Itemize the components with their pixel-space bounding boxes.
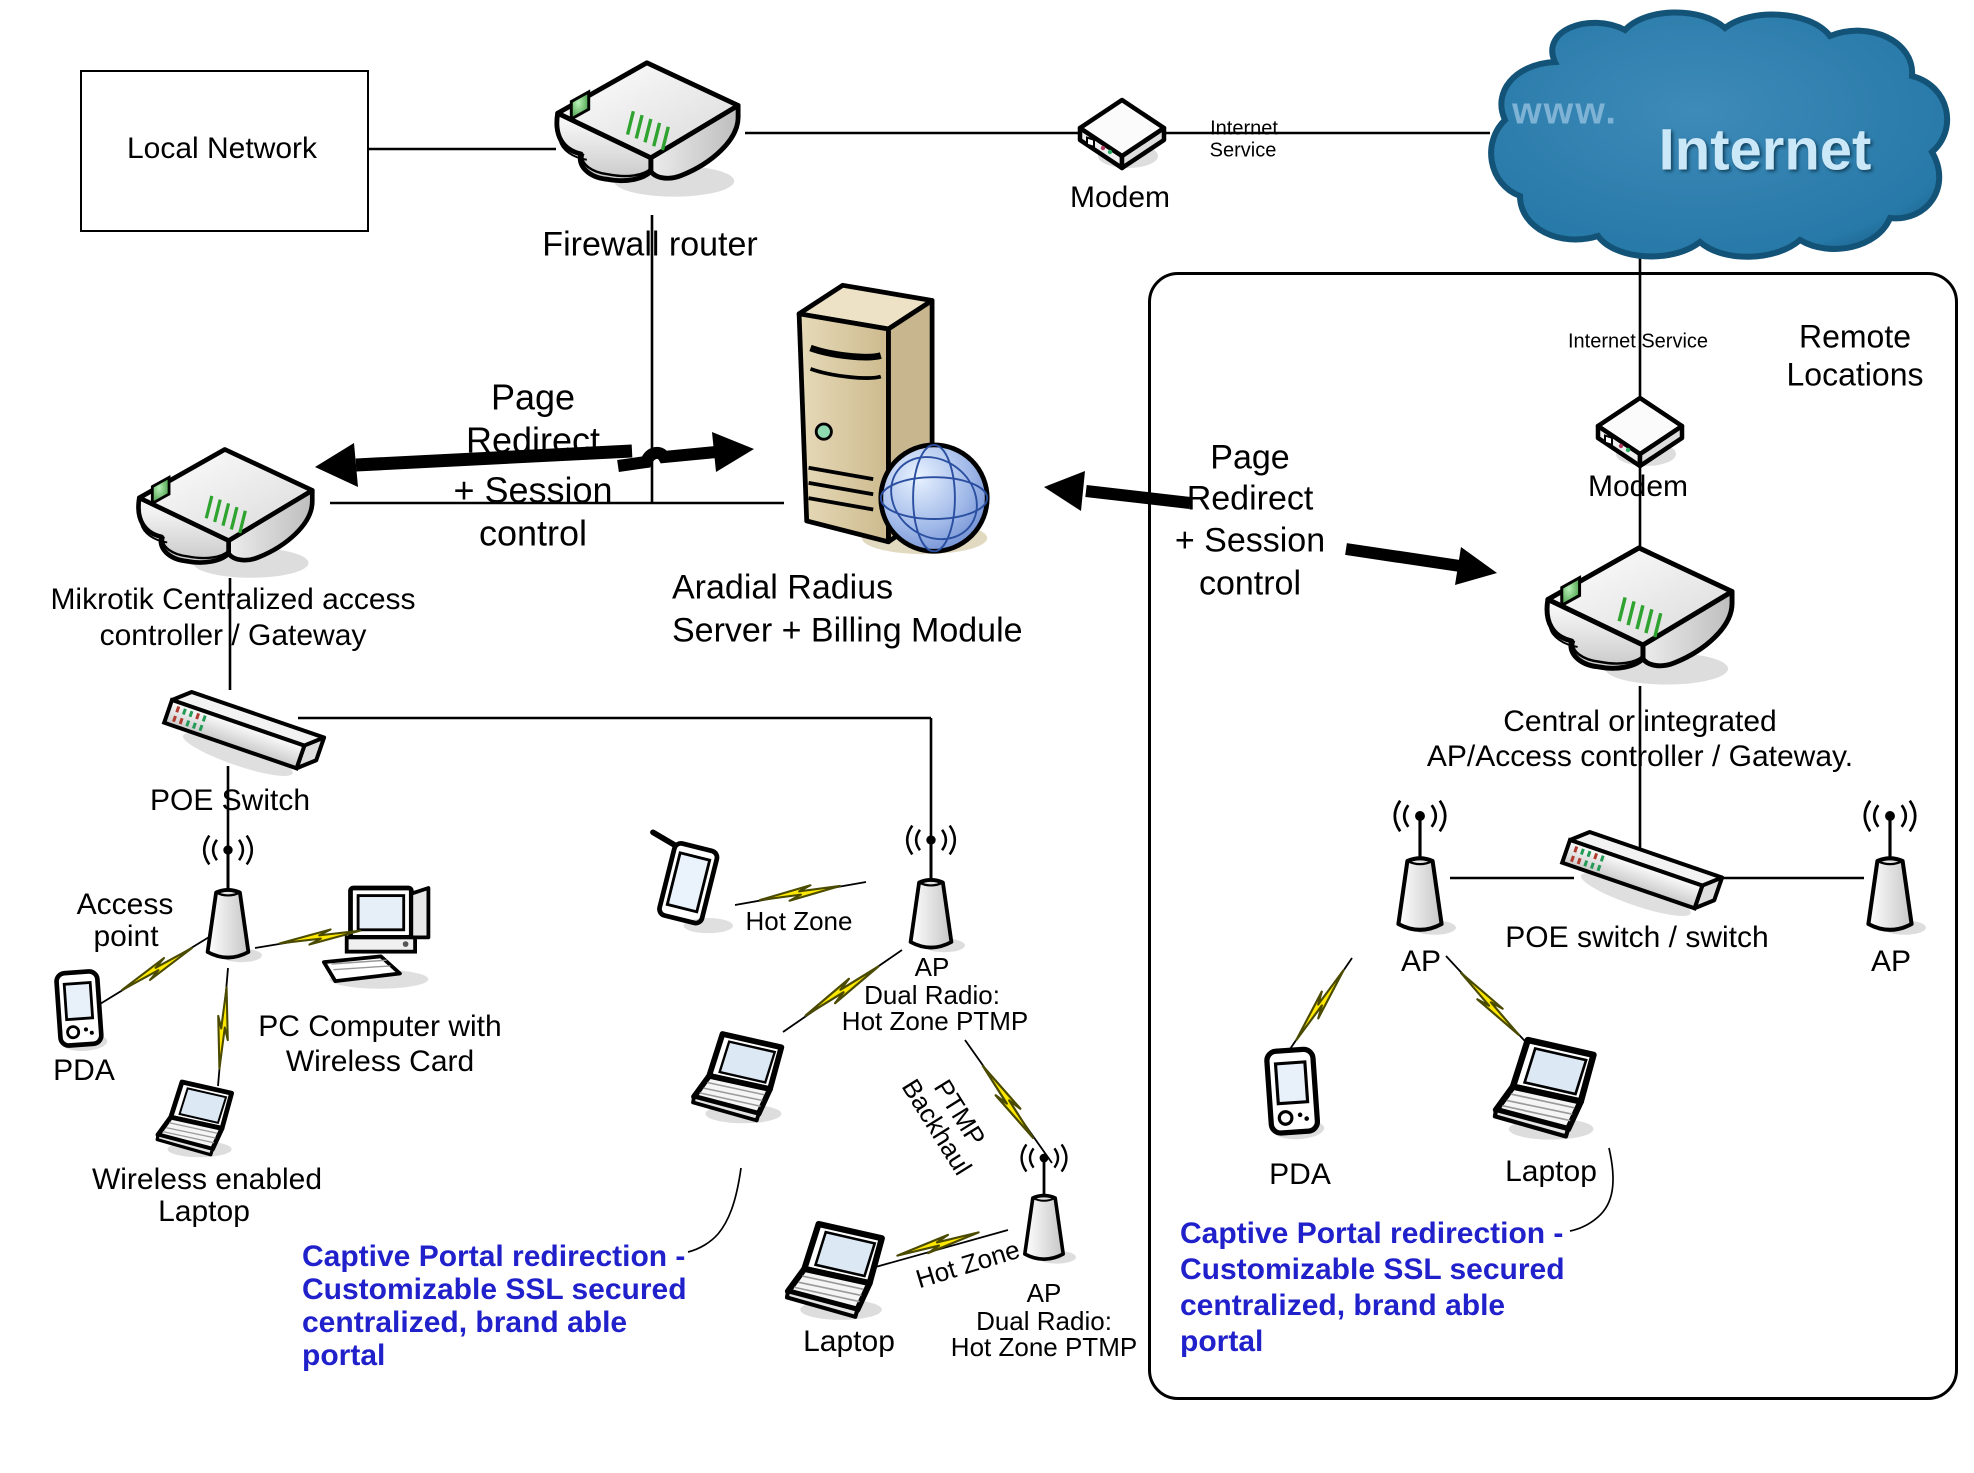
page-redirect-left-line1: Page (490, 376, 576, 418)
central-gateway-label-line2: AP/Access controller / Gateway. (1426, 739, 1854, 773)
page-redirect-left-line4: control (478, 512, 588, 554)
ap-remote-right-icon (1865, 801, 1926, 935)
pda-icon (56, 970, 108, 1052)
mikrotik-label-line1: Mikrotik Centralized access (50, 582, 416, 616)
ap-remote-right-label: AP (1870, 944, 1912, 978)
firewall-router-label: Firewall router (542, 225, 758, 264)
modem-remote-label: Modem (1587, 469, 1689, 503)
wireless-laptop-icon (157, 1082, 231, 1157)
central-gateway-label-line1: Central or integrated (1503, 704, 1777, 738)
lightning-bolt-icon (185, 983, 261, 1073)
firewall-router-icon (557, 63, 738, 197)
remote-arrow-to-server (1044, 471, 1191, 511)
modem-remote-icon (1598, 398, 1682, 466)
laptop-mid-label: Laptop (803, 1324, 895, 1358)
internet-service-label-line1: Internet (1210, 117, 1278, 140)
tablet-icon (634, 832, 733, 933)
poe-switch-label: POE Switch (149, 783, 311, 817)
mikrotik-gateway-icon (138, 449, 312, 577)
callout-line-left (687, 1167, 742, 1253)
connection-lines (226, 131, 1864, 880)
mikrotik-label-line2: controller / Gateway (99, 618, 367, 652)
callout-line-right (1569, 1147, 1614, 1232)
access-point-label-line1: Access (76, 887, 174, 921)
aradial-label-line1: Aradial Radius (672, 568, 894, 607)
internet-cloud-icon (1488, 9, 1951, 260)
remote-locations-panel (1148, 272, 1958, 1400)
pda-remote-label: PDA (1269, 1157, 1331, 1191)
page-redirect-left-line3: + Session (453, 469, 613, 511)
captive-portal-note-left: Captive Portal redirection - Customizabl… (302, 1240, 687, 1372)
page-redirect-right-line3: + Session (1174, 521, 1326, 560)
internet-service-label-line2: Service (1209, 139, 1277, 162)
ap-remote-left-icon (1395, 801, 1456, 935)
laptop-remote-icon (1495, 1040, 1594, 1140)
ap-dual-radio-mid-icon (905, 823, 967, 955)
page-redirect-right-line1: Page (1210, 438, 1290, 477)
wireless-laptop-label-line1: Wireless enabled (91, 1162, 323, 1196)
page-redirect-right-line2: Redirect (1186, 479, 1314, 518)
remote-locations-label-line2: Locations (1786, 356, 1924, 393)
ap-mid-label-line3: Hot Zone PTMP (841, 1006, 1029, 1037)
captive-portal-note-right: Captive Portal redirection - Customizabl… (1180, 1217, 1565, 1358)
local-network-label: Local Network (126, 131, 318, 165)
laptop-remote-label: Laptop (1505, 1154, 1597, 1188)
page-redirect-arrow-right (617, 432, 754, 472)
internet-service-remote-label: Internet Service (1567, 330, 1709, 353)
ap-dual-radio-bottom-icon (1019, 1142, 1078, 1266)
ap-mid-label-line1: AP (914, 952, 950, 983)
access-point-label-line2: point (93, 919, 159, 953)
modem-label: Modem (1069, 180, 1171, 214)
ap-bottom-label-line3: Hot Zone PTMP (950, 1332, 1138, 1363)
laptop-mid-icon (693, 1034, 781, 1123)
ap-remote-left-label: AP (1400, 944, 1442, 978)
pc-label-line1: PC Computer with (258, 1009, 502, 1043)
ap-mid-label-line2: Dual Radio: (864, 980, 1000, 1011)
wireless-laptop-label-line2: Laptop (158, 1194, 250, 1228)
lightning-bolt-icon (1267, 949, 1373, 1061)
page-redirect-right-line4: control (1198, 564, 1302, 603)
laptop-bottom-icon (787, 1224, 882, 1320)
remote-locations-label-line1: Remote (1798, 318, 1912, 355)
local-network-box (80, 70, 369, 232)
page-redirect-arrow-left (315, 443, 633, 487)
central-gateway-icon (1547, 548, 1732, 685)
pda-remote-icon (1266, 1048, 1325, 1141)
ap-bottom-label-line2: Dual Radio: (976, 1306, 1112, 1337)
remote-arrow-to-gateway (1345, 543, 1497, 585)
aradial-label-line2: Server + Billing Module (672, 611, 1023, 650)
pc-label-line2: Wireless Card (285, 1044, 475, 1078)
pc-computer-icon (324, 888, 429, 989)
cloud-internet-text: Internet (1658, 117, 1872, 183)
poe-switch-icon (156, 684, 327, 792)
cloud-www-text: www. (1512, 90, 1618, 133)
page-redirect-left-line2: Redirect (465, 419, 601, 461)
hot-zone-label-a: Hot Zone (745, 906, 853, 937)
access-point-icon (202, 833, 264, 965)
radius-server-icon (799, 285, 993, 556)
modem-icon (1080, 100, 1164, 168)
ap-bottom-label-line1: AP (1026, 1278, 1062, 1309)
pda-label: PDA (53, 1053, 115, 1087)
poe-switch-remote-label: POE switch / switch (1505, 920, 1769, 954)
